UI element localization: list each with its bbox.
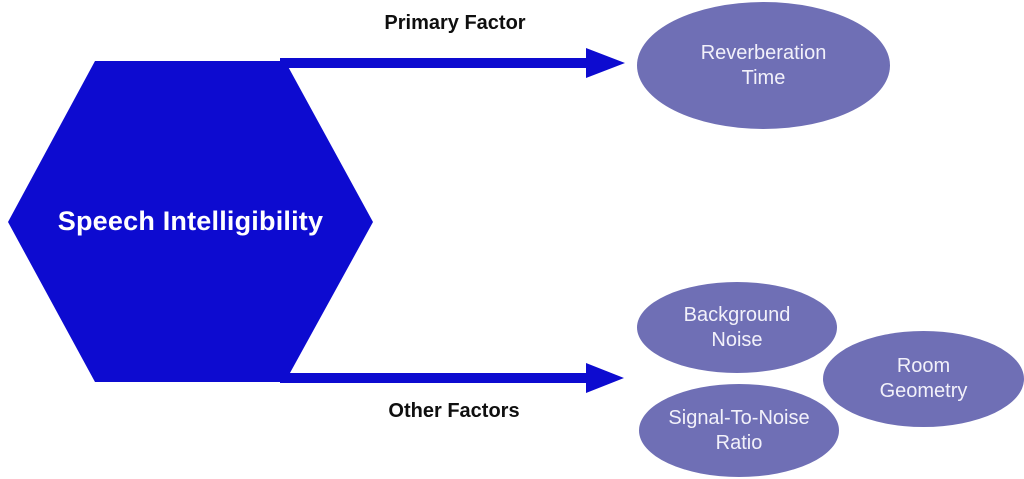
node-label-line: Room	[896, 355, 951, 377]
node-label-line: Noise	[711, 328, 763, 351]
node-label-line: Signal-To-Noise	[668, 406, 810, 429]
other-factors-label: Other Factors	[388, 400, 520, 422]
reverberation-time-node: Reverberation Time	[637, 2, 890, 129]
node-label-line: Background	[683, 303, 791, 326]
other-factors-arrow	[280, 363, 624, 393]
background-noise-node: Background Noise	[637, 282, 837, 373]
node-label-line: Geometry	[879, 380, 968, 402]
signal-to-noise-ratio-node: Signal-To-Noise Ratio	[639, 384, 839, 477]
speech-intelligibility-hexagon: Speech Intelligibility	[8, 61, 373, 382]
primary-factor-arrow	[280, 48, 625, 78]
room-geometry-node: Room Geometry	[823, 331, 1024, 427]
node-label-line: Reverberation	[700, 41, 827, 64]
node-label-line: Time	[741, 66, 786, 89]
hexagon-label: Speech Intelligibility	[57, 206, 324, 236]
node-label-line: Ratio	[715, 431, 763, 454]
primary-factor-label: Primary Factor	[384, 12, 526, 34]
